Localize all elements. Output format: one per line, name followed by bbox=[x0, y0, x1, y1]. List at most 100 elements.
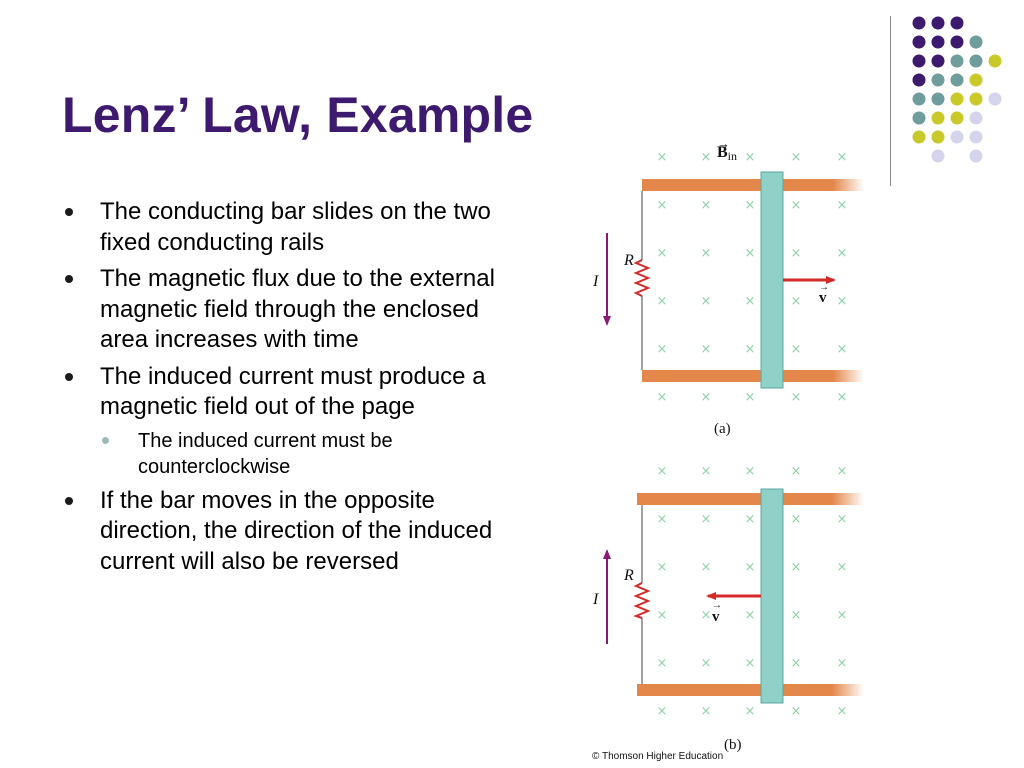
field-mark: × bbox=[657, 560, 668, 575]
field-mark: × bbox=[745, 390, 756, 405]
decorative-dot bbox=[912, 130, 926, 144]
sub-bullet-item: The induced current must be counterclock… bbox=[100, 428, 507, 480]
velocity-label-arrow-a: → bbox=[819, 282, 829, 293]
field-mark: × bbox=[657, 608, 668, 623]
field-mark: × bbox=[791, 464, 802, 479]
decorative-dot bbox=[969, 111, 983, 125]
bullet-dot bbox=[65, 275, 73, 283]
decorative-dot bbox=[969, 92, 983, 106]
decorative-dot bbox=[950, 130, 964, 144]
field-mark: × bbox=[791, 198, 802, 213]
field-mark: × bbox=[791, 512, 802, 527]
field-label-subscript: in bbox=[728, 149, 737, 163]
field-mark: × bbox=[701, 294, 712, 309]
field-mark: × bbox=[701, 656, 712, 671]
field-mark: × bbox=[701, 512, 712, 527]
bullet-item-4: If the bar moves in the opposite directi… bbox=[62, 486, 507, 578]
decorative-dot bbox=[912, 35, 926, 49]
decorative-dot bbox=[931, 149, 945, 163]
sliding-bar-b bbox=[760, 488, 784, 704]
bullet-text: The induced current must produce a magne… bbox=[100, 362, 486, 421]
decorative-dot bbox=[912, 16, 926, 30]
resistor-b bbox=[633, 582, 651, 619]
field-mark: × bbox=[701, 246, 712, 261]
velocity-label-arrow-b: → bbox=[712, 600, 722, 611]
decorative-dot bbox=[950, 92, 964, 106]
field-mark: × bbox=[745, 464, 756, 479]
header-divider-line bbox=[890, 16, 891, 186]
slide-title: Lenz’ Law, Example bbox=[62, 87, 534, 143]
resistor-a bbox=[633, 259, 651, 297]
bullet-text: If the bar moves in the opposite directi… bbox=[100, 486, 493, 575]
field-mark: × bbox=[745, 704, 756, 719]
field-mark: × bbox=[745, 656, 756, 671]
bullet-item-1: The conducting bar slides on the two fix… bbox=[62, 197, 507, 258]
decorative-dot bbox=[969, 73, 983, 87]
decorative-dot bbox=[950, 111, 964, 125]
decorative-dot bbox=[969, 35, 983, 49]
field-mark: × bbox=[837, 198, 848, 213]
field-mark: × bbox=[791, 560, 802, 575]
top-rail-b bbox=[637, 493, 864, 505]
field-mark: × bbox=[791, 342, 802, 357]
field-mark: × bbox=[791, 656, 802, 671]
field-mark: × bbox=[657, 246, 668, 261]
decorative-dot bbox=[931, 54, 945, 68]
field-mark: × bbox=[791, 704, 802, 719]
panel-b: ×××××××××××××××××××××××××××××× R I → v (… bbox=[592, 464, 864, 753]
field-mark: × bbox=[701, 198, 712, 213]
field-mark: × bbox=[837, 512, 848, 527]
copyright-notice: © Thomson Higher Education bbox=[592, 751, 724, 762]
field-mark: × bbox=[657, 656, 668, 671]
field-label: Bin bbox=[717, 144, 737, 163]
decorative-dot bbox=[931, 92, 945, 106]
decorative-dot bbox=[969, 54, 983, 68]
field-marks-b: ×××××××××××××××××××××××××××××× bbox=[657, 464, 848, 719]
field-mark: × bbox=[657, 294, 668, 309]
decorative-dot bbox=[912, 73, 926, 87]
field-mark: × bbox=[837, 342, 848, 357]
current-label-a: I bbox=[592, 273, 599, 290]
field-mark: × bbox=[701, 464, 712, 479]
resistor-label-b: R bbox=[623, 567, 634, 584]
decorative-dot bbox=[950, 16, 964, 30]
field-mark: × bbox=[791, 246, 802, 261]
bullet-list: The conducting bar slides on the two fix… bbox=[62, 197, 507, 583]
decorative-dot bbox=[931, 16, 945, 30]
field-mark: × bbox=[657, 512, 668, 527]
velocity-label-a: v bbox=[819, 290, 827, 306]
field-mark: × bbox=[745, 294, 756, 309]
decorative-dot bbox=[969, 130, 983, 144]
field-mark: × bbox=[837, 294, 848, 309]
field-mark: × bbox=[745, 342, 756, 357]
field-mark: × bbox=[837, 464, 848, 479]
decorative-dot bbox=[988, 92, 1002, 106]
sub-bullet-text: The induced current must be counterclock… bbox=[138, 429, 393, 478]
bullet-text: The magnetic flux due to the external ma… bbox=[100, 265, 495, 353]
field-mark: × bbox=[745, 608, 756, 623]
decorative-dot bbox=[950, 35, 964, 49]
field-mark: × bbox=[837, 246, 848, 261]
decorative-dot bbox=[950, 73, 964, 87]
bullet-item-3: The induced current must produce a magne… bbox=[62, 362, 507, 480]
decorative-dot bbox=[912, 111, 926, 125]
field-mark: × bbox=[791, 608, 802, 623]
decorative-dot bbox=[969, 149, 983, 163]
field-mark: × bbox=[837, 390, 848, 405]
field-mark: × bbox=[701, 342, 712, 357]
field-mark: × bbox=[837, 150, 848, 165]
field-mark: × bbox=[701, 560, 712, 575]
field-mark: × bbox=[701, 150, 712, 165]
field-label-b: B bbox=[717, 144, 728, 161]
field-mark: × bbox=[791, 390, 802, 405]
field-mark: × bbox=[657, 198, 668, 213]
bottom-rail-a bbox=[642, 370, 864, 382]
velocity-label-b: v bbox=[712, 609, 720, 625]
decorative-dot bbox=[931, 130, 945, 144]
decorative-dot bbox=[931, 73, 945, 87]
field-marks-a: ×××××××××××××××××××××××××××××× bbox=[657, 150, 848, 405]
field-mark: × bbox=[657, 150, 668, 165]
field-mark: × bbox=[837, 656, 848, 671]
bullet-dot bbox=[65, 208, 73, 216]
